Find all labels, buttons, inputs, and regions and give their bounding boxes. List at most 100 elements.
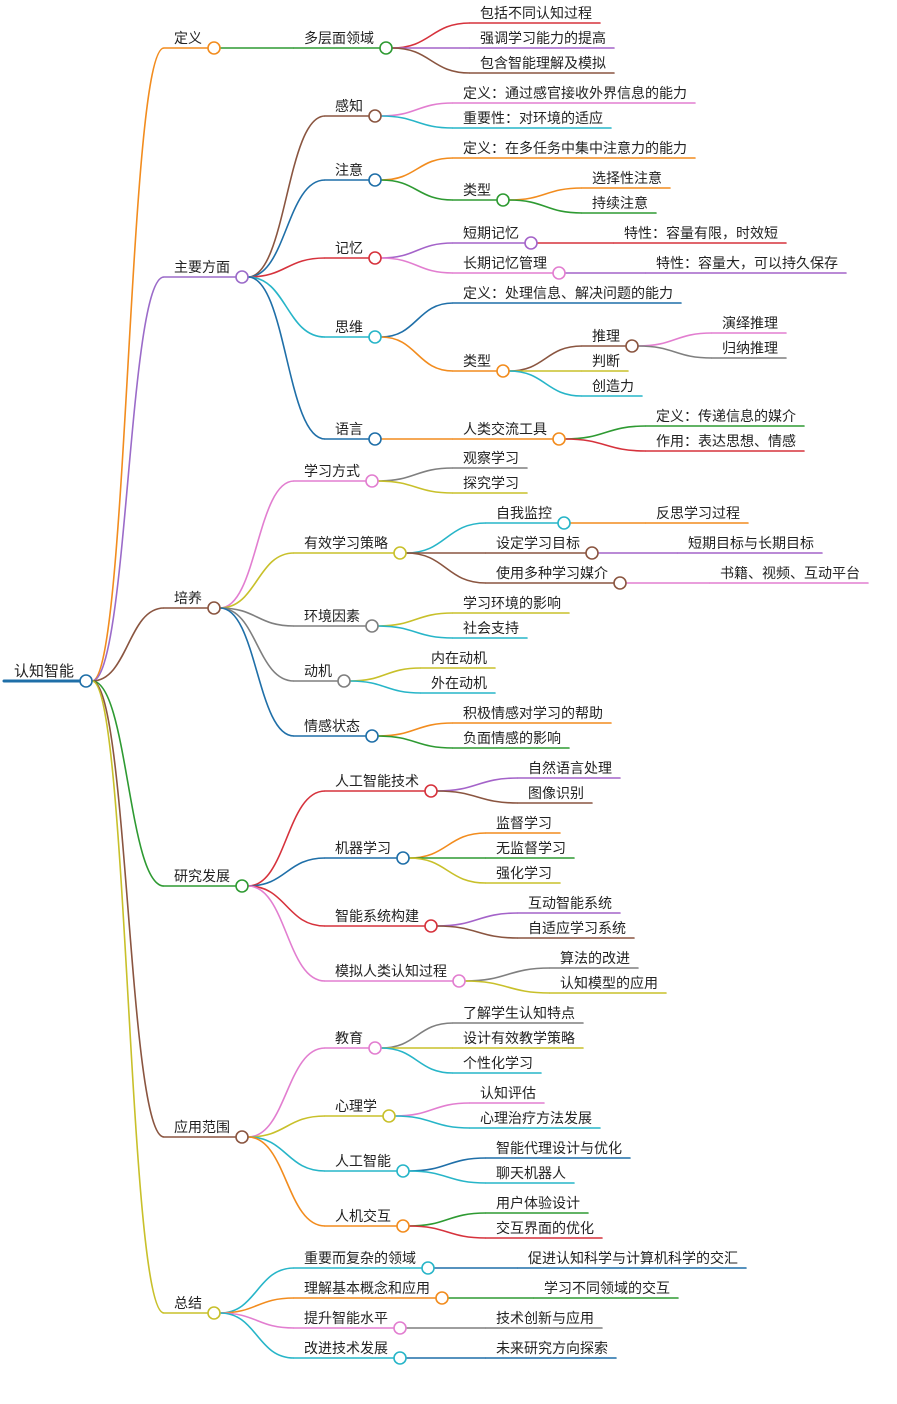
edge-root-2-1-0 (405, 522, 487, 554)
edge-root-1-4 (247, 276, 326, 440)
edge-root-3-2-1 (436, 925, 519, 939)
collapse-toggle-root-2-0[interactable] (365, 474, 379, 488)
collapse-toggle-root-3-1[interactable] (396, 851, 410, 865)
edge-root-2-1-2 (405, 552, 487, 584)
collapse-toggle-root-3[interactable] (235, 879, 249, 893)
node-label-root-2-1-1: 设定学习目标 (496, 536, 580, 552)
node-label-root-2-1-0-0: 反思学习过程 (656, 506, 740, 522)
collapse-toggle-root-4-2[interactable] (396, 1164, 410, 1178)
node-label-root-4-0-1: 设计有效教学策略 (463, 1030, 575, 1047)
collapse-toggle-root-1-4[interactable] (368, 432, 382, 446)
edge-root-1-1-1-1 (508, 199, 583, 214)
collapse-toggle-root-4-0[interactable] (368, 1041, 382, 1055)
collapse-toggle-root-1-2-1[interactable] (552, 266, 566, 280)
node-label-root-1-3-1: 类型 (463, 354, 491, 370)
edge-root-1-1 (247, 179, 326, 278)
collapse-toggle-root-1[interactable] (235, 270, 249, 284)
node-label-root-2-2-1: 社会支持 (463, 621, 519, 637)
node-label-root-3-2-0: 互动智能系统 (528, 896, 612, 912)
collapse-toggle-root-0-0[interactable] (379, 41, 393, 55)
node-label-root-2-4: 情感状态 (304, 718, 360, 735)
collapse-toggle-root-1-3[interactable] (368, 330, 382, 344)
edge-root-4-1 (247, 1115, 326, 1138)
node-label-root-0-0-2: 包含智能理解及模拟 (480, 56, 606, 72)
collapse-toggle-root-1-4-0[interactable] (552, 432, 566, 446)
collapse-toggle-root-4-1[interactable] (382, 1109, 396, 1123)
edge-root-4-3-1 (408, 1225, 487, 1239)
node-label-root-0-0-1: 强调学习能力的提高 (480, 30, 606, 47)
collapse-toggle-root-1-3-1[interactable] (496, 364, 510, 378)
node-label-root-1-3: 思维 (335, 320, 363, 336)
edge-root-2-3-1 (349, 680, 422, 694)
edge-root-2-2-1 (377, 625, 454, 639)
edge-root-4-2-1 (408, 1170, 487, 1184)
edge-root-4-2 (247, 1136, 326, 1172)
node-label-root-5-2: 提升智能水平 (304, 1311, 388, 1327)
edge-root-2-4-0 (377, 722, 454, 737)
collapse-toggle-root-1-2[interactable] (368, 251, 382, 265)
collapse-toggle-root[interactable] (79, 674, 93, 688)
node-label-root-1-2-1-0: 特性：容量大，可以持久保存 (656, 255, 838, 272)
node-label-root-2-1-2: 使用多种学习媒介 (496, 565, 608, 582)
collapse-toggle-root-1-3-1-0[interactable] (625, 339, 639, 353)
collapse-toggle-root-2-1-1[interactable] (585, 546, 599, 560)
collapse-toggle-root-1-1-1[interactable] (496, 193, 510, 207)
node-label-root-1-1-0: 定义：在多任务中集中注意力的能力 (463, 140, 687, 157)
node-label-root-1-0-1: 重要性：对环境的适应 (463, 110, 603, 127)
node-label-root-3-1-1: 无监督学习 (496, 841, 566, 857)
edge-root-3-0 (247, 790, 326, 887)
collapse-toggle-root-2[interactable] (207, 601, 221, 615)
collapse-toggle-root-2-1-0[interactable] (557, 516, 571, 530)
node-label-root-1-4-0-0: 定义：传递信息的媒介 (656, 408, 796, 425)
mindmap-edges (2, 22, 869, 1359)
edge-root-0 (91, 47, 165, 682)
collapse-toggle-root-2-2[interactable] (365, 619, 379, 633)
collapse-toggle-root-1-1[interactable] (368, 173, 382, 187)
node-label-root-3-3-1: 认知模型的应用 (560, 975, 658, 992)
node-label-root-4-0-2: 个性化学习 (463, 1056, 533, 1072)
collapse-toggle-root-4-3[interactable] (396, 1219, 410, 1233)
edge-root-1-1-1 (380, 179, 454, 201)
collapse-toggle-root-1-2-0[interactable] (524, 236, 538, 250)
node-label-root-1-0-0: 定义：通过感官接收外界信息的能力 (463, 85, 687, 102)
edge-root-2-3 (219, 607, 295, 682)
edge-root-3-1-0 (408, 832, 487, 859)
node-label-root-1-4: 语言 (335, 422, 363, 438)
collapse-toggle-root-2-1-2[interactable] (613, 576, 627, 590)
edge-root-4-1-0 (394, 1102, 471, 1117)
node-label-root-5-3-0: 未来研究方向探索 (496, 1340, 608, 1357)
collapse-toggle-root-5-3[interactable] (393, 1351, 407, 1365)
node-label-root-1-1: 注意 (335, 162, 363, 179)
collapse-toggle-root-5-1[interactable] (435, 1291, 449, 1305)
node-label-root-2-2: 环境因素 (304, 609, 360, 625)
collapse-toggle-root-5-0[interactable] (421, 1261, 435, 1275)
node-label-root-2-3: 动机 (304, 664, 332, 680)
collapse-toggle-root-4[interactable] (235, 1130, 249, 1144)
collapse-toggle-root-3-2[interactable] (424, 919, 438, 933)
node-label-root-4-1-1: 心理治疗方法发展 (480, 1111, 592, 1127)
edge-root-1-3-1 (380, 336, 454, 372)
node-label-root-1: 主要方面 (174, 260, 230, 276)
collapse-toggle-root-5-2[interactable] (393, 1321, 407, 1335)
edge-root-0-0-2 (391, 47, 471, 74)
collapse-toggle-root-2-3[interactable] (337, 674, 351, 688)
edge-root-2-0-0 (377, 467, 454, 482)
collapse-toggle-root-5[interactable] (207, 1306, 221, 1320)
node-label-root-4-3: 人机交互 (335, 1208, 391, 1225)
node-label-root-1-2-0-0: 特性：容量有限，时效短 (624, 225, 778, 242)
edge-root-1-4-0-1 (564, 438, 647, 452)
edge-root-2-1 (219, 552, 295, 609)
collapse-toggle-root-3-3[interactable] (452, 974, 466, 988)
node-label-root-3-0: 人工智能技术 (335, 774, 419, 790)
collapse-toggle-root-3-0[interactable] (424, 784, 438, 798)
edge-root-4-1-1 (394, 1115, 471, 1129)
edge-root-4-3 (247, 1136, 326, 1227)
node-label-root-3-3-0: 算法的改进 (560, 951, 630, 967)
node-label-root-1-3-1-0-1: 归纳推理 (722, 340, 778, 357)
collapse-toggle-root-0[interactable] (207, 41, 221, 55)
node-label-root-3-1-0: 监督学习 (496, 816, 552, 832)
collapse-toggle-root-2-1[interactable] (393, 546, 407, 560)
collapse-toggle-root-1-0[interactable] (368, 109, 382, 123)
collapse-toggle-root-2-4[interactable] (365, 729, 379, 743)
